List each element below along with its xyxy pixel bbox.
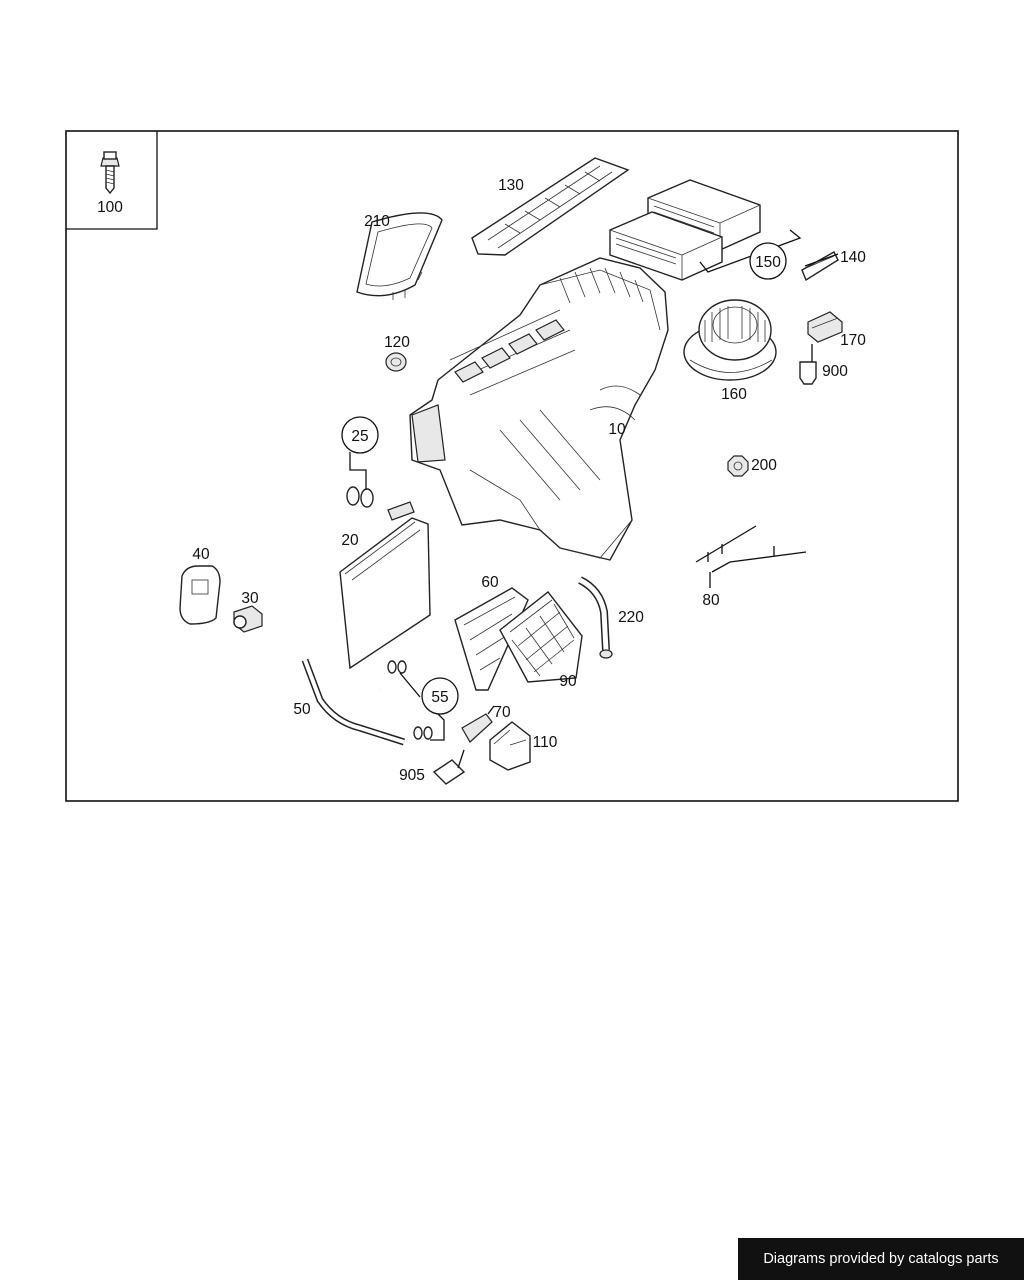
screw-100	[100, 151, 120, 195]
filter-insert-140	[801, 251, 839, 282]
heater-element-90	[499, 591, 583, 683]
blower-motor-160	[683, 299, 777, 381]
callout-210: 210	[364, 213, 390, 230]
actuator-70	[461, 705, 495, 743]
evaporator-20	[339, 501, 431, 670]
bracket-80	[695, 525, 807, 588]
callout-170: 170	[840, 332, 866, 349]
o-rings-25	[346, 486, 374, 508]
callout-20: 20	[341, 532, 359, 549]
nut-200	[727, 455, 749, 477]
callout-905: 905	[399, 767, 425, 784]
inset-box-100	[66, 131, 158, 230]
tag-905	[432, 759, 466, 785]
callout-80: 80	[702, 592, 720, 609]
footer-credit: Diagrams provided by catalogs parts	[738, 1238, 1024, 1280]
callout-10: 10	[608, 421, 626, 438]
sensor-30	[233, 605, 263, 633]
callout-circle-55	[421, 677, 459, 715]
cap-120	[385, 352, 407, 372]
callout-110: 110	[533, 734, 558, 751]
callout-120: 120	[384, 334, 410, 351]
callout-900: 900	[822, 363, 848, 380]
callout-150: 150	[755, 254, 781, 271]
pipe-50	[271, 640, 406, 746]
callout-30: 30	[241, 590, 259, 607]
callout-160: 160	[721, 386, 747, 403]
callout-140: 140	[840, 249, 866, 266]
callout-100: 100	[97, 199, 123, 216]
callout-90: 90	[559, 673, 577, 690]
callout-25: 25	[351, 428, 368, 445]
callout-200: 200	[751, 457, 777, 474]
callout-220: 220	[618, 609, 644, 626]
resistor-170	[807, 311, 843, 343]
callout-40: 40	[192, 546, 210, 563]
callout-circle-150	[749, 242, 787, 280]
callout-circle-25	[341, 416, 379, 454]
callout-130: 130	[498, 177, 524, 194]
tag-900	[799, 361, 817, 385]
hvac-housing-10	[409, 257, 669, 561]
seals-55	[387, 660, 433, 740]
callout-70: 70	[493, 704, 511, 721]
diagram-frame	[65, 130, 959, 802]
servo-motor-110	[489, 721, 531, 771]
cover-40	[179, 565, 221, 625]
callout-50: 50	[293, 701, 311, 718]
hose-220	[578, 576, 613, 659]
callout-60: 60	[481, 574, 499, 591]
gasket-210	[356, 212, 443, 300]
cabin-filter-150	[609, 179, 761, 281]
callout-55: 55	[431, 689, 448, 706]
seal-130	[471, 157, 630, 256]
